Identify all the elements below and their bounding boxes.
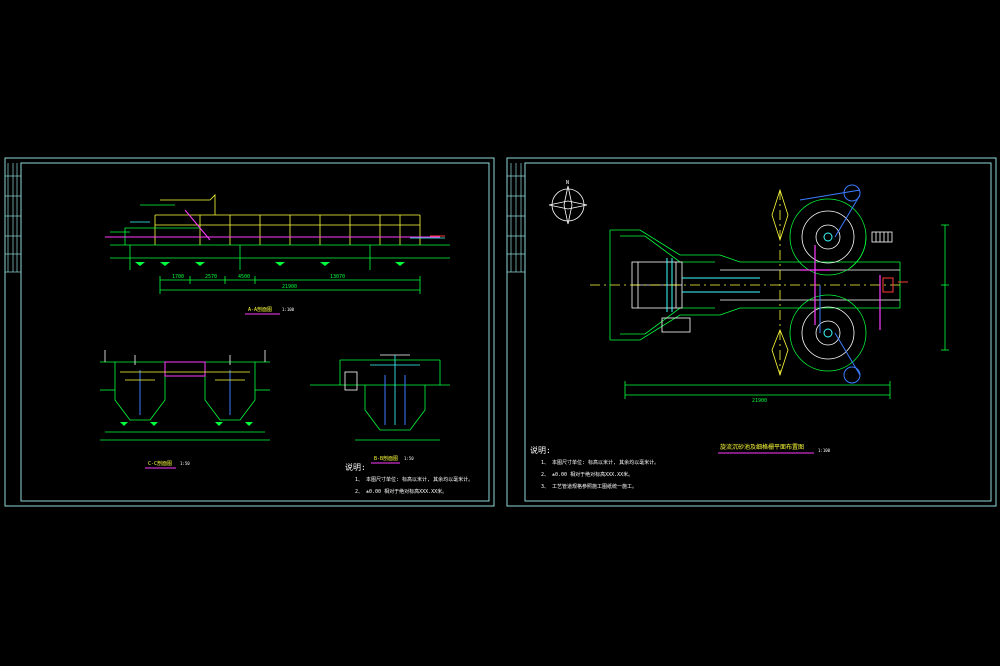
north-label: N: [566, 180, 569, 186]
section-b-drawing: B-B剖面图 1:50: [310, 354, 450, 464]
right-sheet-title: 旋流沉砂池及细格栅平面布置图: [720, 443, 804, 451]
plan-drawing: 21900: [590, 184, 949, 404]
right-notes: 说明: 1、 本图尺寸单位: 标高以米计, 其余均以毫米计。 2、 ±0.00 …: [530, 445, 659, 490]
section-a-drawing: 1700 2570 4500 13070 21900 A-A剖面图 1:100: [105, 194, 450, 315]
section-c-scale: 1:50: [180, 461, 190, 466]
section-a-dim-seg-1: 1700: [172, 274, 184, 280]
left-notes-line-1: 1、 本图尺寸单位: 标高以米计, 其余均以毫米计。: [355, 476, 473, 483]
section-b-title: B-B剖面图: [374, 455, 398, 462]
right-sheet-title-strip: [507, 163, 525, 273]
right-notes-line-2: 2、 ±0.00 相对于绝对标高XXX.XX米。: [541, 471, 633, 478]
left-sheet-outer-frame: [4, 157, 495, 507]
section-a-dim-seg-3: 4500: [238, 274, 250, 280]
left-sheet-title-strip: [5, 163, 21, 273]
left-sheet: 1700 2570 4500 13070 21900 A-A剖面图 1:100: [4, 157, 495, 507]
section-a-dim-seg-2: 2570: [205, 274, 217, 280]
plan-dim-total: 21900: [752, 398, 767, 404]
section-b-scale: 1:50: [404, 456, 414, 461]
section-a-scale: 1:100: [282, 307, 295, 312]
right-sheet-outer-frame: [506, 157, 997, 507]
right-sheet-title-scale: 1:100: [818, 448, 831, 453]
section-c-drawing: C-C剖面图 1:50: [100, 350, 270, 469]
left-notes-heading: 说明:: [345, 462, 366, 472]
upper-vortex-chamber: [789, 198, 867, 276]
right-notes-heading: 说明:: [530, 445, 551, 455]
section-a-title: A-A剖面图: [248, 306, 272, 313]
left-notes-line-2: 2、 ±0.00 相对于绝对标高XXX.XX米。: [355, 488, 447, 495]
left-sheet-inner-frame: [20, 162, 490, 502]
left-notes: 说明: 1、 本图尺寸单位: 标高以米计, 其余均以毫米计。 2、 ±0.00 …: [345, 462, 473, 495]
right-notes-line-3: 3、 工艺管道规格参照施工图纸统一施工。: [541, 483, 637, 490]
section-a-dim-seg-4: 13070: [330, 274, 345, 280]
lower-vortex-chamber: [789, 294, 867, 372]
section-c-title: C-C剖面图: [148, 460, 172, 467]
right-notes-line-1: 1、 本图尺寸单位: 标高以米计, 其余均以毫米计。: [541, 459, 659, 466]
section-a-dim-total: 21900: [282, 284, 297, 290]
right-sheet-inner-frame: [524, 162, 992, 502]
right-sheet: N: [506, 157, 997, 507]
north-arrow-icon: N: [548, 180, 588, 225]
